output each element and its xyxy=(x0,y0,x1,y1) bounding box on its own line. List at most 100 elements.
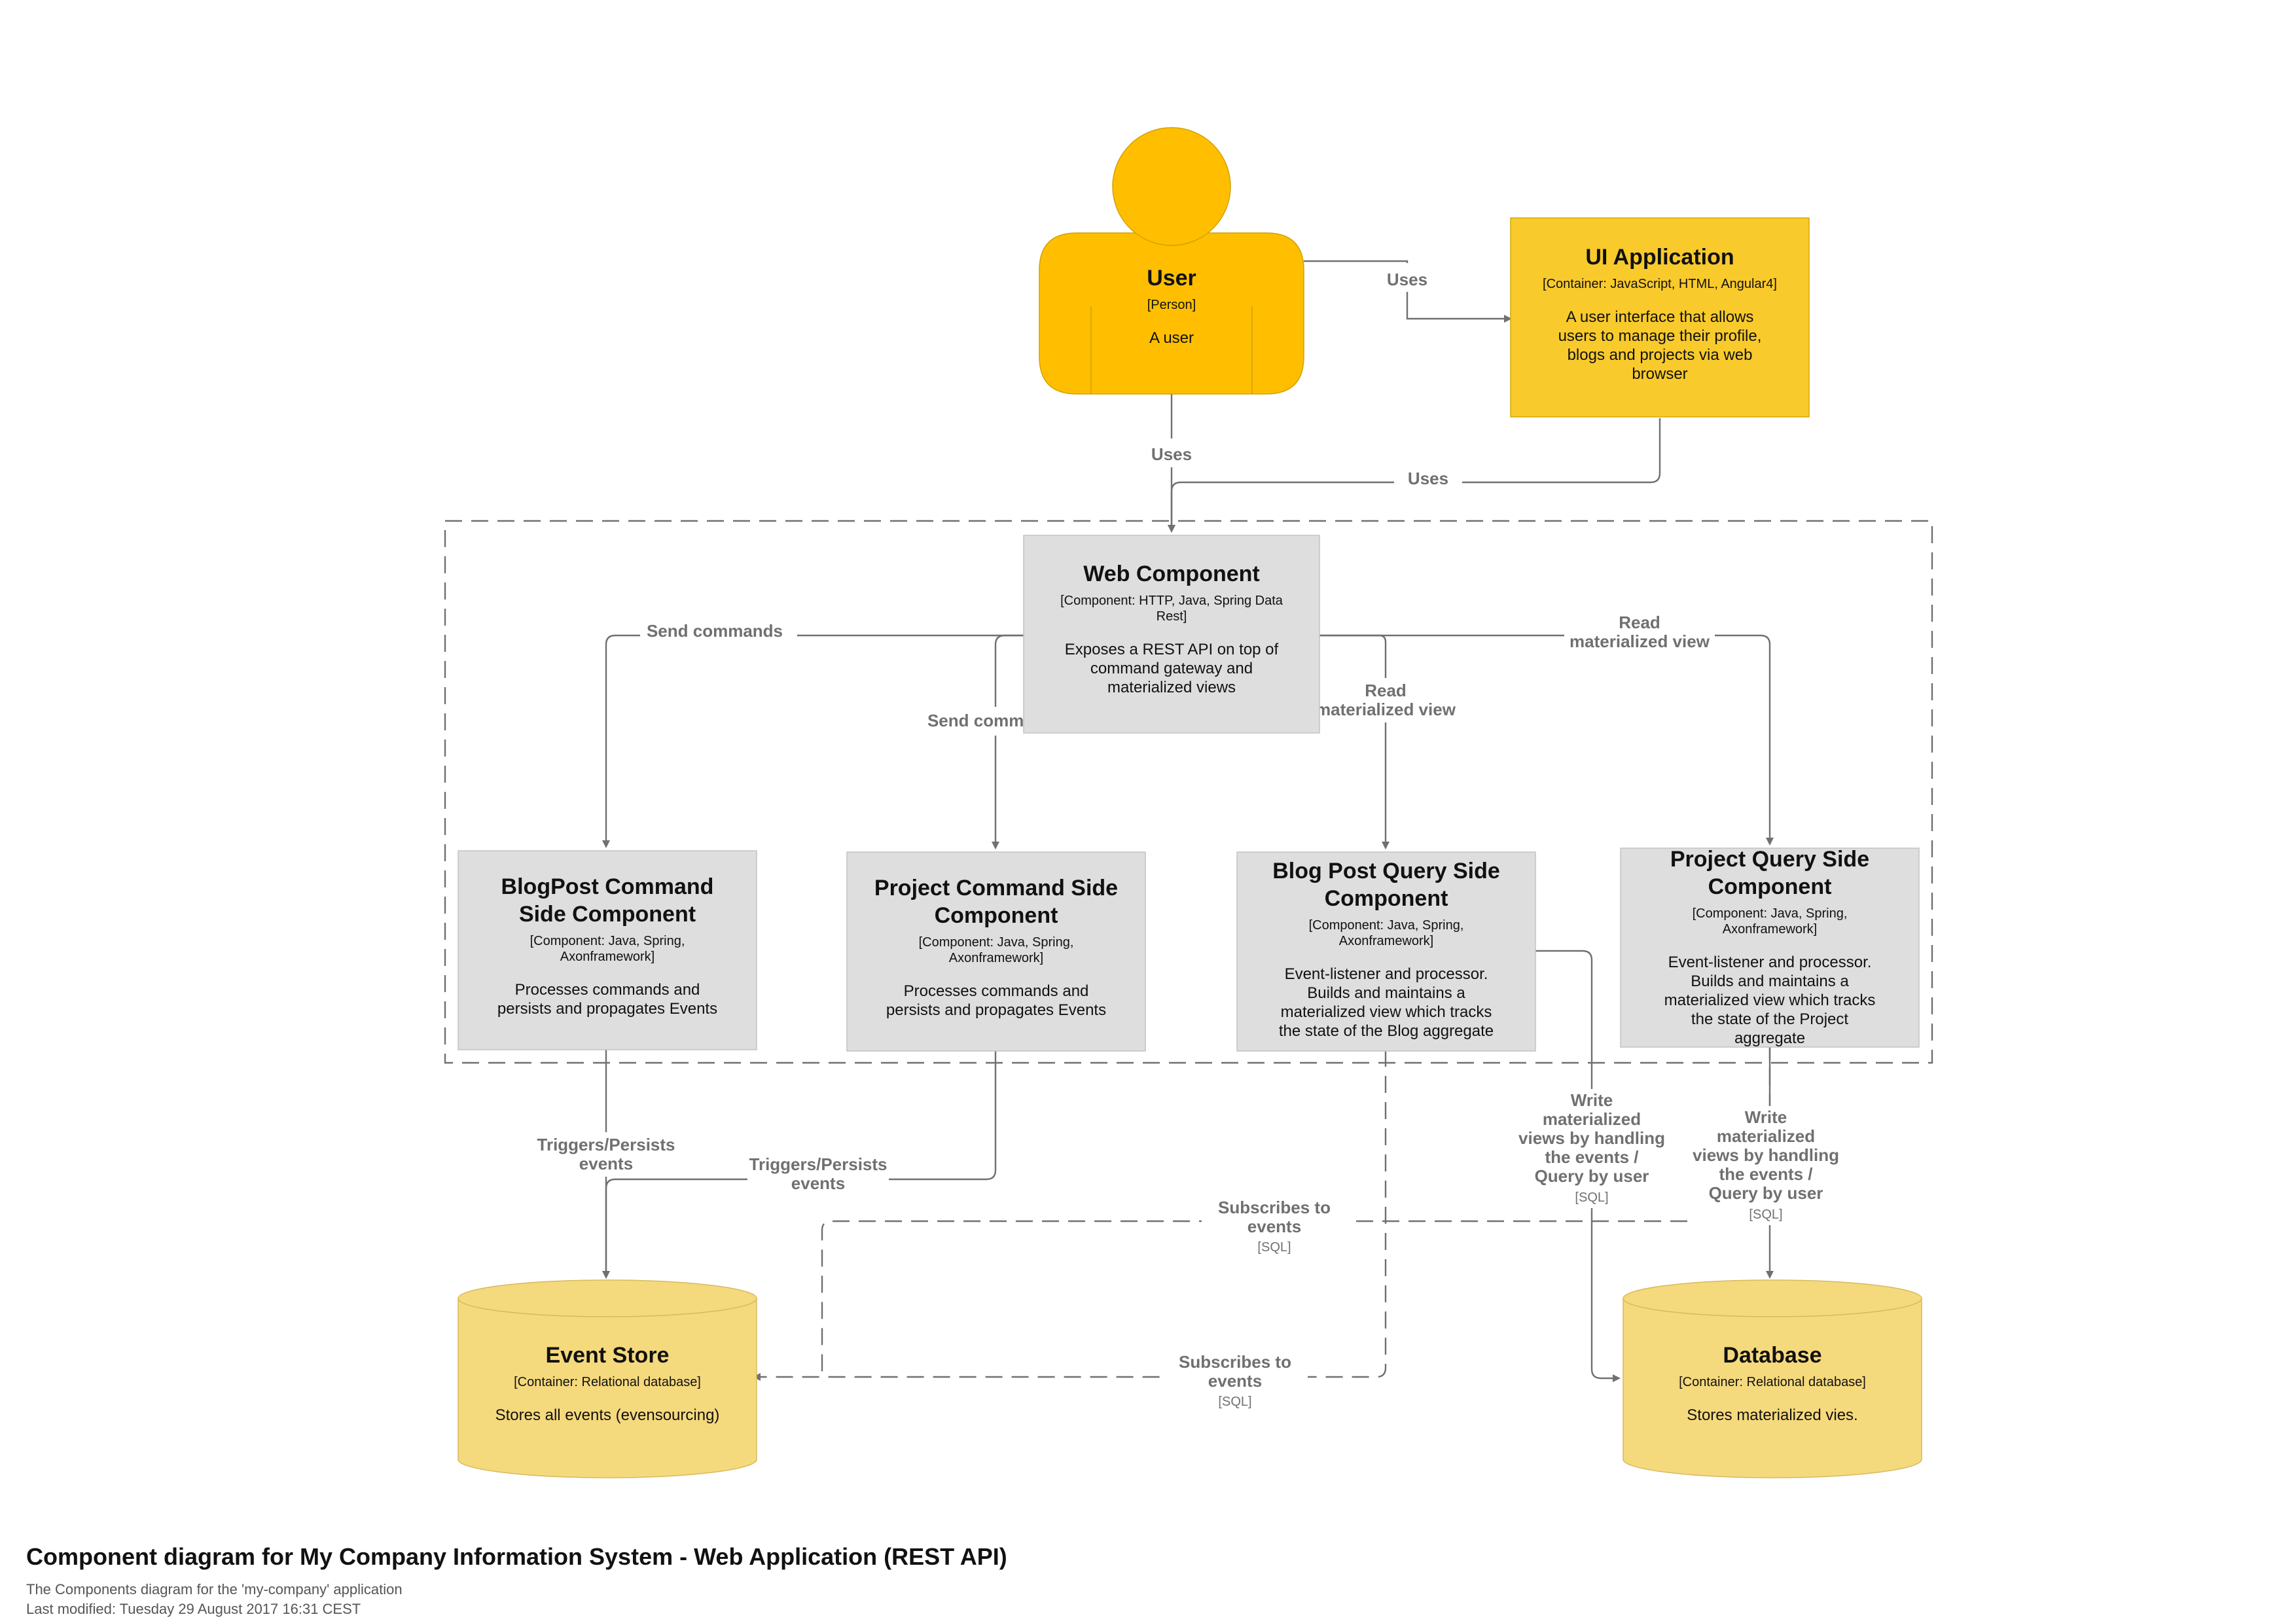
node-title: BlogPost Command xyxy=(501,874,714,899)
edge-label-line: Query by user xyxy=(1535,1166,1649,1186)
node-description: users to manage their profile, xyxy=(1558,327,1762,345)
edge-web-to-blogpost-command: Send commands xyxy=(602,618,1024,848)
node-database[interactable]: Database [Container: Relational database]… xyxy=(1623,1279,1922,1478)
node-description: materialized view which tracks xyxy=(1664,991,1876,1009)
edge-user-to-web-component: Uses xyxy=(1139,394,1204,533)
node-title: Component xyxy=(935,903,1058,928)
node-description: the state of the Blog aggregate xyxy=(1279,1022,1494,1040)
node-description: Processes commands and xyxy=(904,982,1089,1000)
edge-label-line: Query by user xyxy=(1709,1183,1823,1203)
edge-label-line: Read xyxy=(1619,613,1660,632)
edge-technology: [SQL] xyxy=(1257,1240,1291,1255)
edge-label-line: events xyxy=(1208,1371,1262,1391)
edge-technology: [SQL] xyxy=(1749,1207,1782,1222)
node-user[interactable]: User [Person] A user xyxy=(1039,127,1304,395)
node-description: materialized views xyxy=(1107,679,1236,696)
node-title: Side Component xyxy=(519,902,696,927)
diagram-title: Component diagram for My Company Informa… xyxy=(26,1543,1007,1570)
node-description: A user xyxy=(1149,329,1194,347)
node-description: Builds and maintains a xyxy=(1307,984,1465,1002)
node-technology: [Component: Java, Spring, xyxy=(1309,918,1464,933)
diagram-last-modified: Last modified: Tuesday 29 August 2017 16… xyxy=(26,1601,361,1617)
node-technology: [Component: Java, Spring, xyxy=(530,934,685,948)
node-title: Project Command Side xyxy=(874,876,1118,901)
node-technology: [Container: Relational database] xyxy=(514,1375,701,1389)
edge-label-line: events xyxy=(791,1173,845,1193)
node-technology: [Container: Relational database] xyxy=(1679,1375,1866,1389)
node-description: browser xyxy=(1632,365,1687,383)
edge-label-line: materialized xyxy=(1717,1126,1815,1146)
edge-label-line: materialized xyxy=(1543,1109,1641,1129)
edge-ui-application-to-web-component: Uses xyxy=(1168,418,1661,533)
edge-technology: [SQL] xyxy=(1218,1395,1251,1409)
node-technology: [Component: Java, Spring, xyxy=(919,935,1074,950)
node-technology: Axonframework] xyxy=(1339,934,1434,948)
edge-label-line: Triggers/Persists xyxy=(749,1154,888,1174)
node-title: Blog Post Query Side xyxy=(1272,859,1500,883)
node-title: UI Application xyxy=(1585,245,1734,270)
node-technology: Axonframework] xyxy=(1723,922,1818,936)
node-description: aggregate xyxy=(1734,1029,1805,1047)
node-technology: Axonframework] xyxy=(560,950,655,964)
node-technology: Axonframework] xyxy=(949,951,1044,965)
node-event-store[interactable]: Event Store [Container: Relational databa… xyxy=(457,1279,757,1478)
edge-label-line: Uses xyxy=(1151,444,1192,464)
node-description: Exposes a REST API on top of xyxy=(1065,641,1279,658)
edge-label-line: Triggers/Persists xyxy=(537,1135,675,1154)
node-description: blogs and projects via web xyxy=(1568,346,1753,364)
node-technology: [Component: Java, Spring, xyxy=(1693,906,1848,921)
edge-label-line: Subscribes to xyxy=(1179,1352,1291,1372)
edge-label-line: views by handling xyxy=(1518,1128,1665,1148)
node-title: Component xyxy=(1325,886,1448,911)
edge-user-to-ui-application: Uses xyxy=(1304,260,1512,323)
node-technology: [Component: HTTP, Java, Spring Data xyxy=(1060,594,1283,608)
node-description: command gateway and xyxy=(1090,660,1253,677)
edge-label-line: Uses xyxy=(1408,469,1448,488)
edge-technology: [SQL] xyxy=(1575,1190,1608,1205)
node-description: Event-listener and processor. xyxy=(1285,965,1488,983)
edge-label-line: events xyxy=(579,1154,633,1173)
node-title: Project Query Side xyxy=(1670,847,1869,872)
node-title: Event Store xyxy=(546,1343,670,1368)
edge-label-line: views by handling xyxy=(1693,1145,1839,1165)
node-description: Event-listener and processor. xyxy=(1668,954,1872,971)
node-description: Stores materialized vies. xyxy=(1687,1406,1857,1424)
diagram-subtitle: The Components diagram for the 'my-compa… xyxy=(26,1581,403,1597)
node-description: the state of the Project xyxy=(1691,1010,1848,1028)
node-title: Web Component xyxy=(1083,562,1259,586)
node-title: Component xyxy=(1708,874,1832,899)
node-technology: [Person] xyxy=(1147,298,1196,312)
container-boundary xyxy=(444,520,1933,1064)
edge-label-line: materialized view xyxy=(1316,700,1456,719)
node-description: A user interface that allows xyxy=(1566,308,1754,326)
node-description: materialized view which tracks xyxy=(1281,1003,1492,1021)
edge-label-line: the events / xyxy=(1545,1147,1638,1167)
node-description: Stores all events (evensourcing) xyxy=(495,1406,720,1424)
node-description: Processes commands and xyxy=(515,981,700,999)
node-title: User xyxy=(1147,266,1196,291)
node-title: Database xyxy=(1723,1343,1821,1368)
node-web-component[interactable]: Web Component [Component: HTTP, Java, Spr… xyxy=(1023,535,1320,734)
edge-label-line: Send commands xyxy=(647,621,783,641)
edge-label-line: Read xyxy=(1365,681,1407,700)
node-ui-application[interactable]: UI Application[Container: JavaScript, HT… xyxy=(1510,217,1810,418)
person-body-shape xyxy=(1039,232,1304,395)
node-technology: Rest] xyxy=(1157,609,1187,624)
edge-label-line: Subscribes to xyxy=(1218,1198,1331,1217)
edge-label-line: events xyxy=(1247,1217,1301,1236)
edge-label-line: Write xyxy=(1745,1107,1787,1127)
edge-label-line: materialized view xyxy=(1570,632,1710,651)
